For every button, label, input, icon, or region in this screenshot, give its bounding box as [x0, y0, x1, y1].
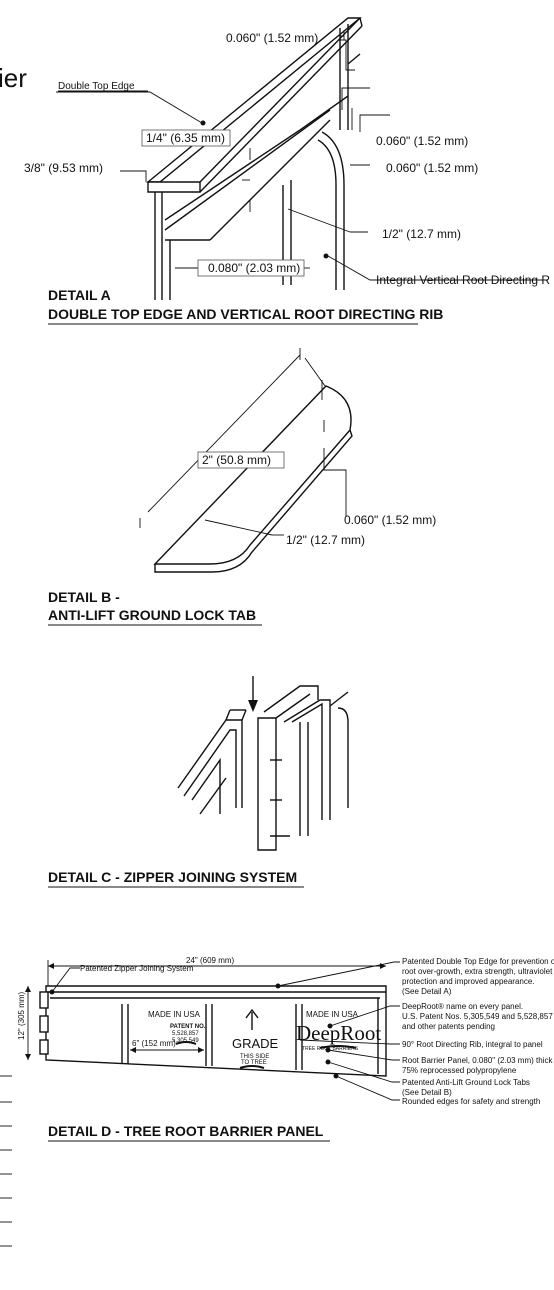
- detail-a-subheading: DOUBLE TOP EDGE AND VERTICAL ROOT DIRECT…: [48, 306, 443, 322]
- detail-a-heading: DETAIL A: [48, 287, 111, 303]
- detail-d-heading: DETAIL D - TREE ROOT BARRIER PANEL: [48, 1123, 324, 1139]
- callout-line: (See Detail B): [402, 1088, 452, 1097]
- made-in-usa-2: MADE IN USA: [306, 1010, 359, 1019]
- callout-line: protection and improved appearance.: [402, 977, 535, 986]
- label-rib: Integral Vertical Root Directing R: [376, 273, 550, 287]
- callout-line: U.S. Patent Nos. 5,305,549 and 5,528,857: [402, 1012, 553, 1021]
- dim-b-length: 2" (50.8 mm): [202, 453, 271, 467]
- detail-d-drawing: [0, 960, 400, 1247]
- dim-right-2: 0.060" (1.52 mm): [386, 161, 478, 175]
- dim-d-width: 24" (609 mm): [186, 956, 235, 965]
- patent-line-2: 5,528,857: [172, 1031, 199, 1037]
- dim-top: 0.060" (1.52 mm): [226, 31, 318, 45]
- callout-line: Patented Double Top Edge for prevention …: [402, 957, 554, 966]
- detail-d-callouts: Patented Double Top Edge for prevention …: [402, 957, 554, 1106]
- callout-line: 75% reprocessed polypropylene: [402, 1066, 517, 1075]
- brand-logo: DeepRoot: [296, 1021, 381, 1045]
- made-in-usa-1: MADE IN USA: [148, 1010, 201, 1019]
- detail-b-drawing: [139, 348, 353, 573]
- label-zipper: Patented Zipper Joining System: [80, 964, 194, 973]
- callout-line: Rounded edges for safety and strength: [402, 1097, 540, 1106]
- detail-b-subheading: ANTI-LIFT GROUND LOCK TAB: [48, 607, 256, 623]
- dim-thickness-a: 0.080" (2.03 mm): [208, 261, 300, 275]
- page-title-fragment: ier: [0, 63, 27, 93]
- callout-line: Root Barrier Panel, 0.080" (2.03 mm) thi…: [402, 1056, 553, 1065]
- dim-b-width: 1/2" (12.7 mm): [286, 533, 365, 547]
- dim-half: 1/2" (12.7 mm): [382, 227, 461, 241]
- callout-line: root over-growth, extra strength, ultrav…: [402, 967, 553, 976]
- dim-quarter: 1/4" (6.35 mm): [146, 131, 225, 145]
- dim-b-thickness: 0.060" (1.52 mm): [344, 513, 436, 527]
- label-double-top-edge: Double Top Edge: [58, 81, 135, 92]
- detail-c-drawing: [177, 676, 349, 851]
- callout-line: Patented Anti-Lift Ground Lock Tabs: [402, 1078, 530, 1087]
- dim-three-eighths: 3/8" (9.53 mm): [24, 161, 103, 175]
- callout-line: 90° Root Directing Rib, integral to pane…: [402, 1040, 543, 1049]
- grade-label: GRADE: [232, 1036, 279, 1051]
- this-side-1: THIS SIDE: [240, 1054, 269, 1060]
- dim-d-height: 12" (305 mm): [17, 991, 26, 1040]
- dim-right-1: 0.060" (1.52 mm): [376, 134, 468, 148]
- detail-a-drawing: [56, 17, 548, 300]
- detail-b-heading: DETAIL B -: [48, 589, 120, 605]
- this-side-2: TO TREE: [241, 1060, 267, 1066]
- callout-line: and other patents pending: [402, 1022, 495, 1031]
- detail-c-heading: DETAIL C - ZIPPER JOINING SYSTEM: [48, 869, 297, 885]
- dim-d-rib-spacing: 6" (152 mm): [132, 1039, 176, 1048]
- callout-line: (See Detail A): [402, 987, 452, 996]
- callout-line: DeepRoot® name on every panel.: [402, 1002, 523, 1011]
- patent-line-1: PATENT NO.: [170, 1024, 206, 1030]
- patent-line-3: 5,305,549: [172, 1038, 199, 1044]
- brand-sub: TREE ROOT BARRIERS: [302, 1046, 359, 1052]
